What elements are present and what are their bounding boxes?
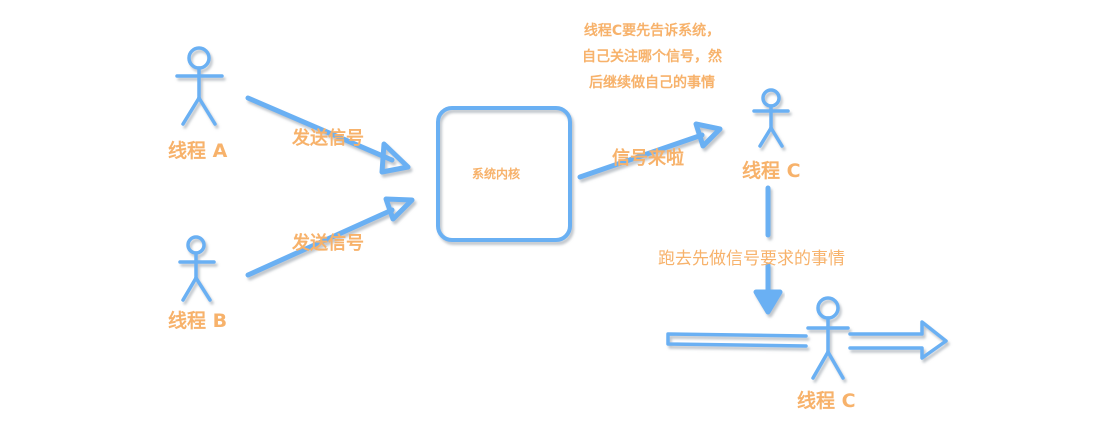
- stick-figure-thread-b-icon: [178, 235, 216, 302]
- arrow-thread-c-down: [753, 185, 783, 315]
- thread-c-top-label: 线程 C: [742, 160, 801, 182]
- thread-a-label: 线程 A: [168, 140, 228, 162]
- thread-c-note: 线程C要先告诉系统， 自己关注哪个信号，然 后继续做自己的事情: [562, 18, 742, 96]
- timeline-arrow: [666, 320, 948, 360]
- kernel-label: 系统内核: [472, 167, 521, 181]
- arrow-b-to-kernel: [245, 196, 415, 278]
- stick-figure-thread-c-top-icon: [752, 88, 790, 148]
- note-line-2: 自己关注哪个信号，然: [582, 49, 722, 65]
- note-line-1: 线程C要先告诉系统，: [583, 23, 721, 39]
- signal-arrived-label: 信号来啦: [612, 148, 684, 169]
- arrow-a-send-label: 发送信号: [292, 128, 364, 149]
- stick-figure-thread-c-bottom-icon: [806, 296, 850, 380]
- arrow-kernel-to-thread-c: [577, 121, 723, 180]
- run-task-label: 跑去先做信号要求的事情: [658, 249, 845, 269]
- arrow-b-send-label: 发送信号: [292, 233, 364, 254]
- arrow-a-to-kernel: [245, 95, 411, 175]
- stick-figure-thread-a-icon: [175, 46, 224, 126]
- kernel-box: [436, 106, 572, 242]
- thread-c-bottom-label: 线程 C: [797, 390, 856, 412]
- note-line-3: 后继续做自己的事情: [589, 75, 715, 91]
- thread-b-label: 线程 B: [168, 310, 228, 332]
